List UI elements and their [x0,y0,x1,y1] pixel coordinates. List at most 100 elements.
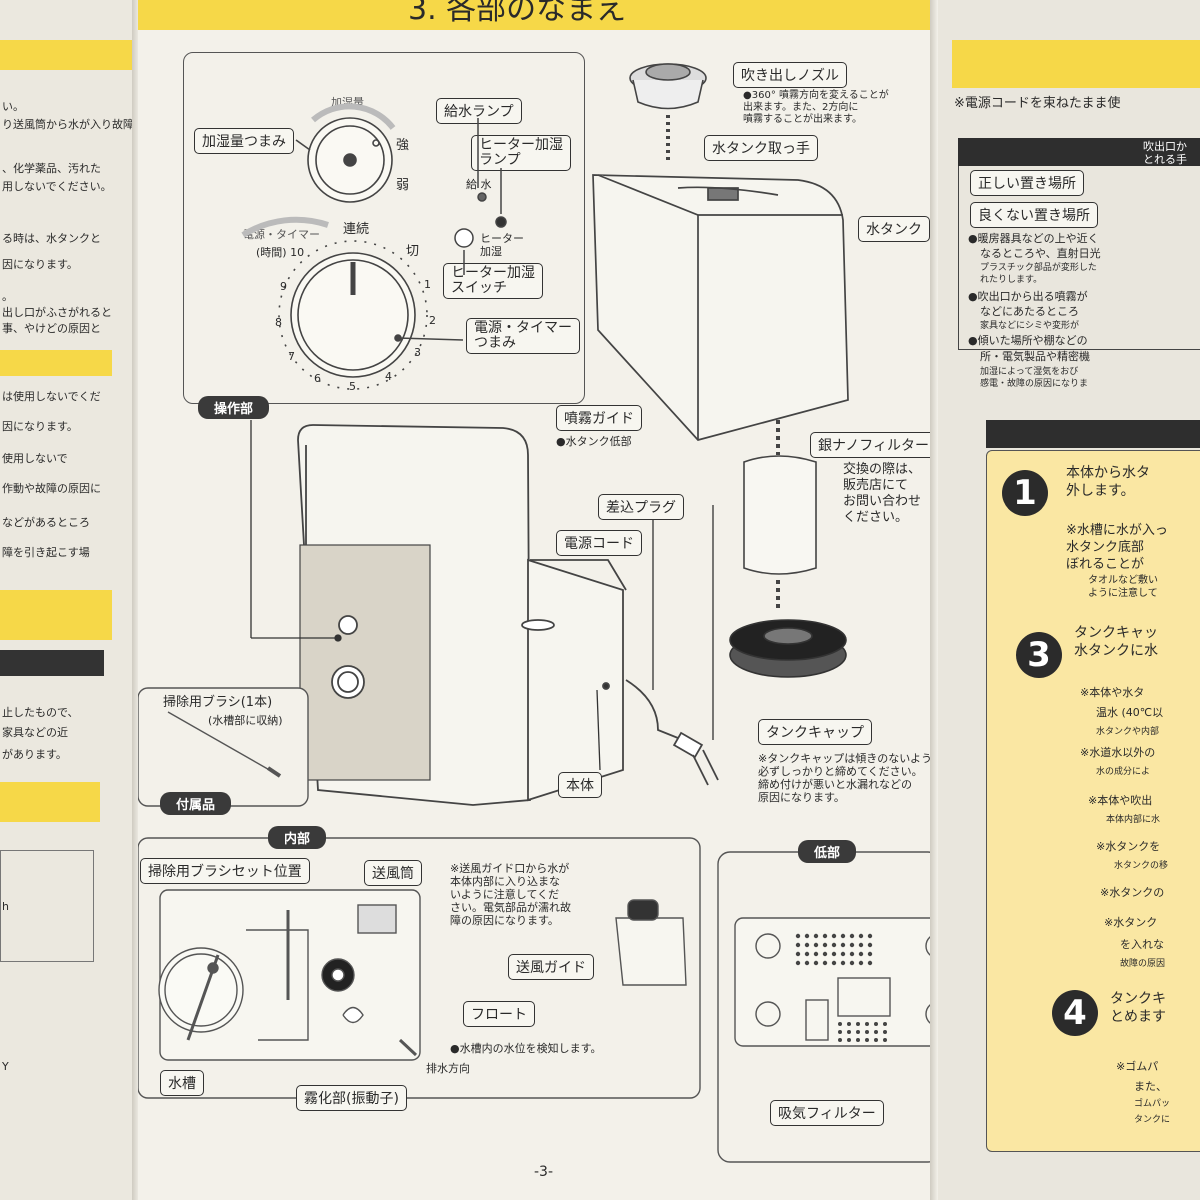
step-3-title: タンクキャッ 水タンクに水 [1074,625,1158,659]
air-duct-label: 送風筒 [364,860,422,886]
dial-number: 8 [275,316,282,329]
brush-position-label: 掃除用ブラシセット位置 [140,858,310,884]
water-tank-label: 水槽 [160,1070,204,1096]
step-3-number: 3 [1016,632,1062,678]
power-cord-label: 電源コード [556,530,642,556]
air-note: ※送風ガイド口から水が 本体内部に入り込まな いように注意してくだ さい。電気部… [450,862,571,927]
nozzle-label: 吹き出しノズル [733,62,847,88]
step-4-note: また、 [1134,1080,1167,1093]
heater-indicator-label: ヒーター 加湿 [480,232,524,258]
left-table [0,850,94,962]
step-3-note: ※水タンクの [1100,886,1165,899]
continuous-label: 連続 [343,222,370,237]
vent-dot [838,1030,842,1034]
timer-knob-label: 電源・タイマー つまみ [466,318,580,354]
left-yellow-band [0,590,112,640]
vent-dot [858,933,864,939]
vent-dot [867,951,873,957]
vent-dot [883,1022,887,1026]
left-yellow-header [0,40,138,70]
place-bullet: ●傾いた場所や棚などの [968,334,1088,347]
step-3-note: ※本体や水タ [1080,686,1145,699]
place-bullet: 家具などにシミや変形が [980,321,1080,331]
place-bullet: プラスチック部品が変形した [980,263,1097,273]
silver-filter-note: 交換の際は、 販売店にて お問い合わせ ください。 [843,462,922,525]
left-text: 因になります。 [2,258,78,271]
left-text: があります。 [2,748,67,761]
step-1-number: 1 [1002,470,1048,516]
left-text: い。 [2,100,24,113]
tank-cap-label: タンクキャップ [758,719,872,745]
strong-label: 強 [396,138,410,153]
line-drawings [138,63,938,1163]
left-panel: い。 り送風筒から水が入り故障 、化学薬品、汚れた 用しないでください。 る時は… [0,0,138,1200]
vent-dot [831,933,837,939]
bottom-vent-dots [795,933,887,1042]
interior-diagram [138,837,701,1099]
heater-lamp-label: ヒーター加湿 ランプ [471,135,571,171]
correct-place-label: 正しい置き場所 [970,170,1084,196]
title-bar [138,0,938,30]
outlet-note: 吹出口か とれる手 [1143,140,1187,166]
step-3-note: 故障の原因 [1120,959,1166,969]
left-dark-header [0,650,104,676]
dial-number: 7 [288,350,295,363]
place-bullet: なるところや、直射日光 [980,247,1101,260]
steps-header [986,420,1200,448]
vent-dot [822,942,828,948]
vent-dot [858,942,864,948]
place-bullet: れたりします。 [980,275,1043,285]
tank-cap-note: ※タンクキャップは傾きのないよう、 必ずしっかりと締めてください。 締め付けが悪… [758,752,943,804]
step-4-note: ゴムパッ [1134,1099,1171,1109]
left-text: 用しないでください。 [2,180,112,193]
dial-number: 4 [385,370,392,383]
callout-lines [250,420,714,771]
vent-dot [849,960,855,966]
vent-dot [831,951,837,957]
weak-label: 弱 [396,178,410,193]
dial-number: 3 [414,346,421,359]
silver-filter-drawing [743,455,817,610]
vent-dot [813,951,819,957]
dial-number: 2 [429,314,436,327]
vent-dot [831,942,837,948]
step-3-note: 水タンクの移 [1114,861,1169,871]
step-4-note: ※ゴムパ [1116,1060,1159,1073]
left-text: 使用しないで [2,452,68,465]
step-3-note: ※水タンクを [1096,840,1161,853]
humidity-knob-drawing [295,103,396,203]
left-text: 家具などの近 [2,726,68,739]
tank-cap-drawing [729,619,847,678]
left-text: 因になります。 [2,420,78,433]
vent-dot [847,1022,851,1026]
bottom-tag: 低部 [798,840,857,863]
step-4-number: 4 [1052,990,1098,1036]
left-text: h [2,900,9,913]
tank-label: 水タンク [858,216,930,242]
step-3-note: 本体内部に水 [1106,815,1161,825]
timer-arc-label: 電源・タイマー [243,228,320,241]
left-text: 障を引き起こす場 [2,546,90,559]
step-3-note: を入れな [1120,938,1164,951]
vent-dot [867,942,873,948]
step-3-note: ※水道水以外の [1080,746,1156,759]
right-fold-shadow [930,0,938,1200]
step-4-note: タンクに [1134,1115,1171,1125]
brush-label: 掃除用ブラシ(1本) [163,695,273,710]
vent-dot [867,933,873,939]
vent-dot [840,942,846,948]
tank-handle-label: 水タンク取っ手 [704,135,818,161]
left-text: 作動や故障の原因に [2,482,101,495]
vent-dot [804,960,810,966]
left-text: などがあるところ [2,516,90,529]
left-text: 。 [2,290,13,303]
left-text: Y [2,1060,9,1073]
bad-place-label: 良くない置き場所 [970,202,1098,228]
step-1-title: 本体から水タ 外します。 [1066,465,1150,499]
nozzle-note: ●360° 噴霧方向を変えることが 出来ます。また、2方向に 噴霧することが出来… [743,90,889,125]
mist-guide-note: ●水タンク低部 [556,435,632,448]
vent-dot [840,933,846,939]
float-label: フロート [463,1001,535,1027]
step-4-title: タンクキ とめます [1110,991,1166,1025]
